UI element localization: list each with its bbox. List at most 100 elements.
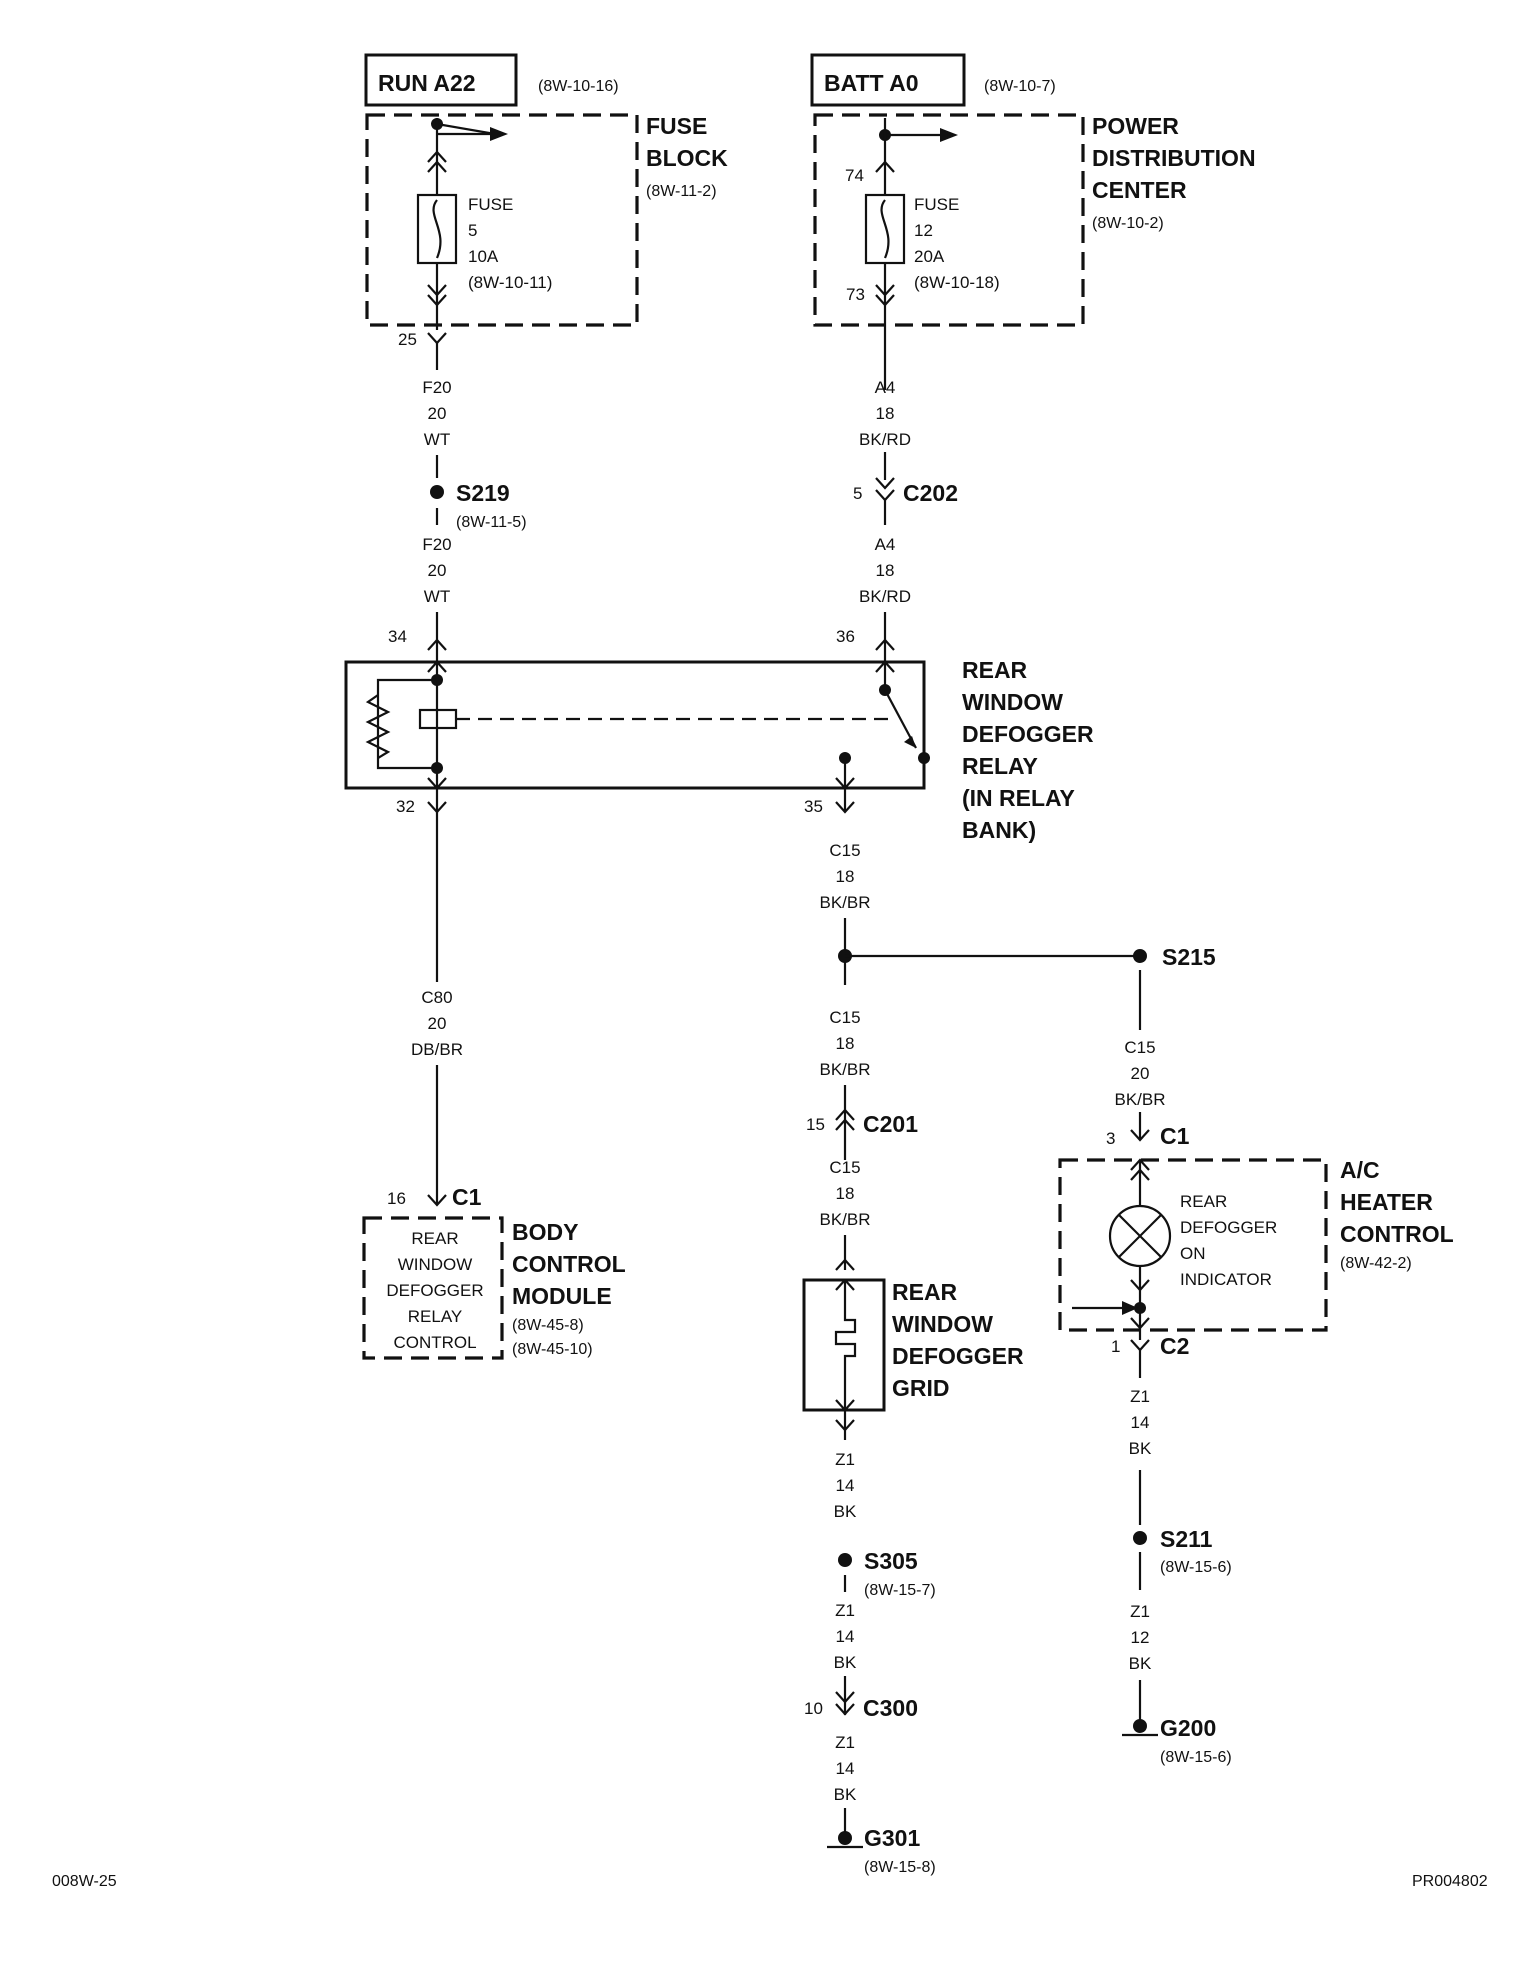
wire-c15-a-color: BK/BR (819, 893, 870, 912)
wire-z1-b-color: BK (834, 1653, 857, 1672)
splice-s305-label: S305 (864, 1548, 918, 1574)
connector-25-icon (427, 332, 447, 345)
ground-g301-icon (838, 1831, 852, 1845)
pin-3: 3 (1106, 1129, 1115, 1148)
bcm-title-1: BODY (512, 1219, 578, 1245)
wire-c80-circuit: C80 (421, 988, 452, 1007)
ach-ref: (8W-42-2) (1340, 1255, 1412, 1272)
splice-s305-ref: (8W-15-7) (864, 1582, 936, 1599)
wire-z1-b-gauge: 14 (836, 1627, 855, 1646)
bcm-ref-1: (8W-45-8) (512, 1317, 584, 1334)
connector-c202-icon (875, 477, 895, 490)
wire-c15-c-gauge: 18 (836, 1184, 855, 1203)
pin-73: 73 (846, 285, 865, 304)
wire-z1-d-gauge: 14 (1131, 1413, 1150, 1432)
ground-g200-ref: (8W-15-6) (1160, 1749, 1232, 1766)
fuse-5-icon (416, 193, 458, 265)
pin-34: 34 (388, 627, 407, 646)
wire-f20-b-circuit: F20 (422, 535, 451, 554)
connector-c201-label: C201 (863, 1111, 918, 1137)
pin-25: 25 (398, 330, 417, 349)
connector-ach-c1-icon (1130, 1129, 1150, 1142)
relay-label-6: BANK) (962, 817, 1036, 843)
pdc-title-2: DISTRIBUTION (1092, 145, 1256, 171)
bcm-inner-5: CONTROL (393, 1333, 476, 1352)
fuse-12-icon (864, 193, 906, 265)
wire-z1-e-circuit: Z1 (1130, 1602, 1150, 1621)
relay-label-5: (IN RELAY (962, 785, 1075, 811)
wire-z1-d-circuit: Z1 (1130, 1387, 1150, 1406)
pin-1: 1 (1111, 1337, 1120, 1356)
pin-5: 5 (853, 484, 862, 503)
pdc-arrow-icon (940, 128, 958, 142)
fuse-5-l2: 5 (468, 221, 477, 240)
splice-s305-dot (838, 1553, 852, 1567)
batt-a0-ref: (8W-10-7) (984, 78, 1056, 95)
ground-g200-label: G200 (1160, 1715, 1216, 1741)
splice-s215-label: S215 (1162, 944, 1216, 970)
wire-z1-c-color: BK (834, 1785, 857, 1804)
splice-s211-label: S211 (1160, 1526, 1213, 1552)
pin-16: 16 (387, 1189, 406, 1208)
fuse-5-l4: (8W-10-11) (468, 273, 552, 292)
connector-c202-label: C202 (903, 480, 958, 506)
wire-a4-b-gauge: 18 (876, 561, 895, 580)
grid-label-1: REAR (892, 1279, 958, 1305)
fuse-12-l1: FUSE (914, 195, 959, 214)
pin-15: 15 (806, 1115, 825, 1134)
wire-z1-c-gauge: 14 (836, 1759, 855, 1778)
footer-right-code: PR004802 (1412, 1873, 1488, 1890)
grid-label-2: WINDOW (892, 1311, 993, 1337)
pin-36: 36 (836, 627, 855, 646)
fuse-5-l1: FUSE (468, 195, 513, 214)
connector-c300-label: C300 (863, 1695, 918, 1721)
pin-10: 10 (804, 1699, 823, 1718)
splice-s211-dot (1133, 1531, 1147, 1545)
wire-z1-a-circuit: Z1 (835, 1450, 855, 1469)
fuse-block-ref: (8W-11-2) (646, 183, 717, 200)
bcm-inner-2: WINDOW (398, 1255, 473, 1274)
run-a22-label: RUN A22 (378, 70, 476, 96)
wire-c15-d-color: BK/BR (1114, 1090, 1165, 1109)
lamp-label-1: REAR (1180, 1192, 1227, 1211)
wire-c15-c-circuit: C15 (829, 1158, 860, 1177)
wire-a4-b-color: BK/RD (859, 587, 911, 606)
grid-element-icon (834, 1280, 857, 1410)
ground-g301-ref: (8W-15-8) (864, 1859, 936, 1876)
ach-c2-label: C2 (1160, 1333, 1189, 1359)
pin-74: 74 (845, 166, 864, 185)
wire-f20-a-color: WT (424, 430, 450, 449)
ach-title-1: A/C (1340, 1157, 1380, 1183)
wire-c15-c-color: BK/BR (819, 1210, 870, 1229)
bcm-outline (362, 1216, 504, 1360)
pdc-title-3: CENTER (1092, 177, 1187, 203)
connector-ach-c2-icon (1130, 1339, 1150, 1352)
bcm-c1-label: C1 (452, 1184, 482, 1210)
bcm-title-2: CONTROL (512, 1251, 626, 1277)
connector-35-icon (835, 801, 855, 814)
lamp-label-3: ON (1180, 1244, 1206, 1263)
wire-c15-b-gauge: 18 (836, 1034, 855, 1053)
bcm-ref-2: (8W-45-10) (512, 1341, 593, 1358)
ach-title-2: HEATER (1340, 1189, 1433, 1215)
connector-c300-icon (835, 1691, 855, 1704)
bus-arrow-icon (490, 127, 508, 141)
grid-label-3: DEFOGGER (892, 1343, 1024, 1369)
wire-a4-a-gauge: 18 (876, 404, 895, 423)
fuse-12-l2: 12 (914, 221, 933, 240)
wire-c80-gauge: 20 (428, 1014, 447, 1033)
wire-z1-e-color: BK (1129, 1654, 1152, 1673)
splice-s211-ref: (8W-15-6) (1160, 1559, 1232, 1576)
bcm-inner-3: DEFOGGER (386, 1281, 483, 1300)
connector-bcm-c1-icon (427, 1194, 447, 1207)
run-a22-box (364, 53, 518, 107)
fuse-12-l3: 20A (914, 247, 945, 266)
wire-c15-d-gauge: 20 (1131, 1064, 1150, 1083)
wire-f20-a-gauge: 20 (428, 404, 447, 423)
splice-s215-dot (1133, 949, 1147, 963)
relay-box (344, 660, 926, 790)
fuse-5-l3: 10A (468, 247, 499, 266)
wire-c15-a-circuit: C15 (829, 841, 860, 860)
wire-f20-a-circuit: F20 (422, 378, 451, 397)
wire-c80-color: DB/BR (411, 1040, 463, 1059)
